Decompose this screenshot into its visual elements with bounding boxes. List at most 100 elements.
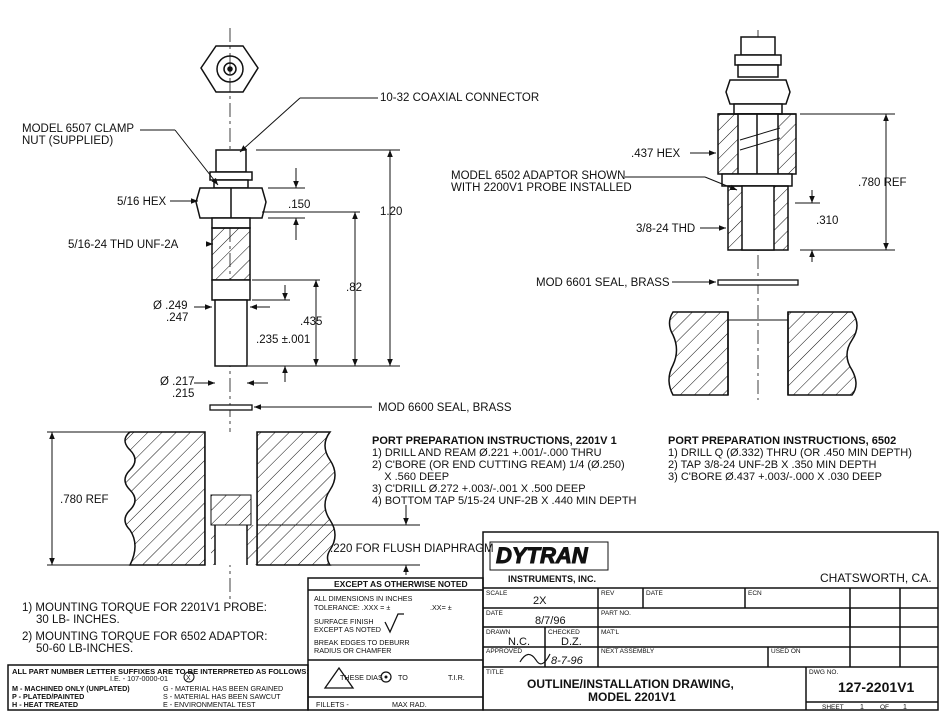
- tolerance-these: THESE DIAS: [340, 673, 383, 682]
- label-thd-left: 5/16-24 THD UNF-2A: [68, 239, 179, 251]
- top-view-hex: [200, 45, 259, 93]
- suffix-ie: I.E. - 107-0000-01: [110, 674, 168, 683]
- dim-235: .235 ±.001: [256, 334, 310, 346]
- label-seal-right: MOD 6601 SEAL, BRASS: [536, 277, 670, 289]
- suffix-circle-icon: [183, 671, 195, 683]
- dim-435: .435: [300, 316, 322, 328]
- tolerance-line-6: RADIUS OR CHAMFER: [314, 646, 391, 655]
- seal-6600: [209, 404, 253, 411]
- label-clamp-2: NUT (SUPPLIED): [22, 135, 113, 147]
- label-dia1b: .247: [166, 312, 188, 324]
- label-ref-left: .780 REF: [60, 494, 109, 506]
- sheet-value: 1: [860, 704, 864, 711]
- port-2201-line: 1) DRILL AND REAM Ø.221 +.001/-.000 THRU: [372, 447, 602, 459]
- dytran-logo: DYTRAN: [489, 541, 609, 571]
- of-value: 1: [903, 704, 907, 711]
- port-2201-line: X .560 DEEP: [372, 471, 449, 483]
- dim-310: .310: [816, 215, 838, 227]
- port-6502-line: 1) DRILL Q (Ø.332) THRU (OR .450 MIN DEP…: [668, 447, 912, 459]
- dim-82: .82: [346, 282, 362, 294]
- tolerance-line-1: ALL DIMENSIONS IN INCHES: [314, 594, 413, 603]
- tolerance-to: TO: [398, 673, 408, 682]
- label-clamp-1: MODEL 6507 CLAMP: [22, 123, 134, 135]
- date-value: 8/7/96: [535, 615, 566, 627]
- adaptor-6502: [717, 36, 797, 251]
- scale-label: SCALE: [486, 590, 508, 597]
- label-thd-right: 3/8-24 THD: [636, 223, 695, 235]
- drawing-number: 127-2201V1: [838, 679, 915, 695]
- surface-finish-icon: [384, 613, 404, 634]
- tolerance-maxrad: MAX RAD.: [392, 700, 427, 709]
- tolerance-line-2a: TOLERANCE: .XXX = ±: [314, 603, 390, 612]
- port-2201-line: 4) BOTTOM TAP 5/15-24 UNF-2B X .440 MIN …: [372, 495, 637, 507]
- matl-label: MAT'L: [601, 629, 619, 636]
- port-2201-line: 2) C'BORE (OR END CUTTING REAM) 1/4 (Ø.2…: [372, 459, 625, 471]
- checked-value: D.Z.: [561, 636, 582, 648]
- svg-text:DYTRAN: DYTRAN: [496, 543, 589, 568]
- tolerance-fillets: FILLETS -: [316, 700, 349, 709]
- suffix-g: G - MATERIAL HAS BEEN GRAINED: [163, 684, 283, 693]
- label-ref-right: .780 REF: [858, 177, 907, 189]
- tolerance-line-3: SURFACE FINISH: [314, 617, 374, 626]
- tolerance-header: EXCEPT AS OTHERWISE NOTED: [334, 579, 468, 589]
- mounting-block-right: [668, 311, 858, 396]
- suffix-p: P - PLATED/PAINTED: [12, 692, 84, 701]
- scale-value: 2X: [533, 595, 547, 607]
- location: CHATSWORTH, CA.: [820, 571, 932, 585]
- tolerance-line-2b: .XX= ±: [430, 603, 452, 612]
- port-6502-title: PORT PREPARATION INSTRUCTIONS, 6502: [668, 435, 896, 447]
- checked-label: CHECKED: [548, 629, 580, 636]
- drawing-title-1: OUTLINE/INSTALLATION DRAWING,: [527, 677, 734, 691]
- torque-line-2: 30 LB- INCHES.: [36, 614, 120, 626]
- dim-220: .220 FOR FLUSH DIAPHRAGM: [330, 543, 494, 555]
- seal-6601: [717, 279, 799, 286]
- port-2201-line: 3) C'DRILL Ø.272 +.003/-.001 X .500 DEEP: [372, 483, 586, 495]
- runout-dot-icon: [384, 675, 388, 679]
- tolerance-line-4: EXCEPT AS NOTED: [314, 625, 381, 634]
- of-label: OF: [880, 704, 889, 711]
- title-block-frame: [7, 531, 939, 711]
- tolerance-tir: T.I.R.: [448, 673, 465, 682]
- runout-circle-icon: [380, 671, 392, 683]
- label-dia1a: Ø .249: [153, 300, 188, 312]
- approved-label: APPROVED: [486, 648, 522, 655]
- label-dia2a: Ø .217: [160, 376, 195, 388]
- part-no-label: PART NO.: [601, 610, 631, 617]
- drawn-value: N.C.: [508, 636, 530, 648]
- suffix-ie-mark: X: [186, 675, 191, 682]
- label-adaptor-2: WITH 2200V1 PROBE INSTALLED: [451, 182, 632, 194]
- date-header-label: DATE: [646, 590, 664, 597]
- suffix-s: S - MATERIAL HAS BEEN SAWCUT: [163, 692, 281, 701]
- label-dia2b: .215: [172, 388, 194, 400]
- port-6502-line: 3) C'BORE Ø.437 +.003/-.000 X .030 DEEP: [668, 471, 882, 483]
- suffix-e: E - ENVIRONMENTAL TEST: [163, 700, 256, 709]
- sheet-label: SHEET: [822, 704, 844, 711]
- label-adaptor-1: MODEL 6502 ADAPTOR SHOWN: [451, 170, 625, 182]
- torque-line-3: 2) MOUNTING TORQUE FOR 6502 ADAPTOR:: [22, 631, 267, 643]
- port-6502-line: 2) TAP 3/8-24 UNF-2B X .350 MIN DEPTH: [668, 459, 877, 471]
- label-coax: 10-32 COAXIAL CONNECTOR: [380, 92, 539, 104]
- date-label: DATE: [486, 610, 504, 617]
- dim-150: .150: [288, 199, 310, 211]
- triangle-datum-icon: [323, 666, 355, 689]
- mounting-block-left: [124, 431, 336, 566]
- dwg-no-label: DWG NO.: [809, 669, 838, 676]
- suffix-title: ALL PART NUMBER LETTER SUFFIXES ARE TO B…: [12, 667, 309, 676]
- port-2201-title: PORT PREPARATION INSTRUCTIONS, 2201V 1: [372, 435, 617, 447]
- title-label: TITLE: [486, 669, 504, 676]
- label-hex-right: .437 HEX: [631, 148, 681, 160]
- ecn-label: ECN: [748, 590, 762, 597]
- suffix-m: M - MACHINED ONLY (UNPLATED): [12, 684, 130, 693]
- drawing-title-2: MODEL 2201V1: [588, 690, 676, 704]
- label-hex-left: 5/16 HEX: [117, 196, 167, 208]
- logo-subtitle: INSTRUMENTS, INC.: [508, 574, 596, 584]
- next-assembly-label: NEXT ASSEMBLY: [601, 648, 655, 655]
- drawn-label: DRAWN: [486, 629, 511, 636]
- probe-2201v1: [195, 149, 267, 367]
- dim-120: 1.20: [380, 206, 402, 218]
- torque-line-1: 1) MOUNTING TORQUE FOR 2201V1 PROBE:: [22, 602, 267, 614]
- approval-signature: [519, 653, 551, 665]
- tolerance-line-5: BREAK EDGES TO DEBURR: [314, 638, 410, 647]
- used-on-label: USED ON: [771, 648, 801, 655]
